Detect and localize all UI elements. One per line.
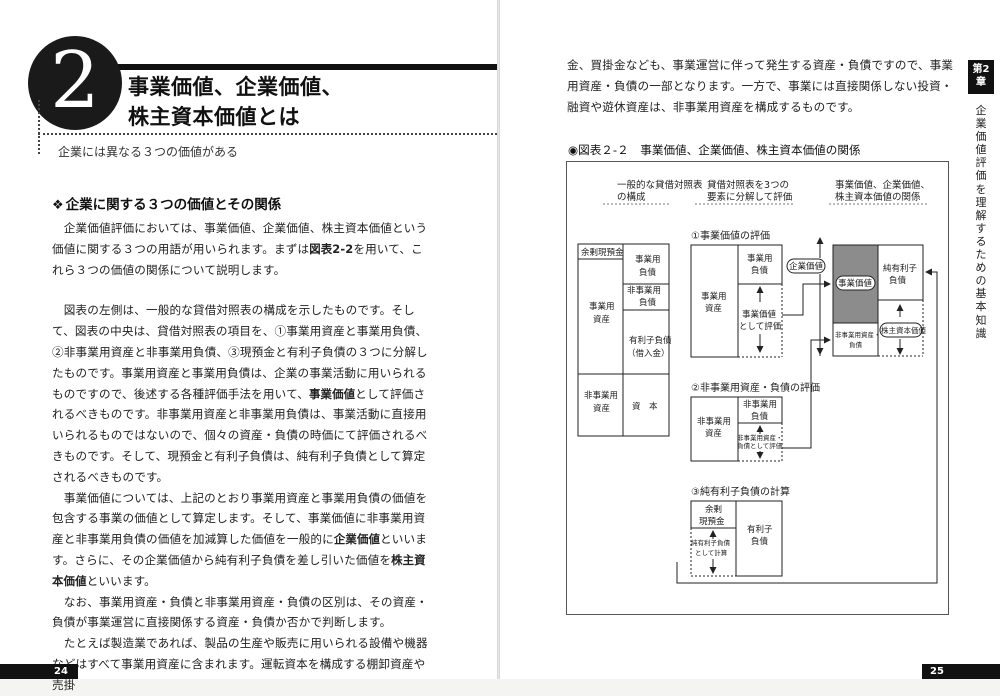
section-heading: ❖企業に関する３つの価値とその関係 xyxy=(52,193,281,213)
figure-frame: 一般的な貸借対照表 の構成 貸借対照表を3つの 要素に分解して評価 事業価値、企… xyxy=(566,161,949,615)
col2-header-2: 要素に分解して評価 xyxy=(707,191,793,203)
text-span: として評価されるべきものです。非事業用資産と非事業用負債は、事業活動に直接用いら… xyxy=(52,386,428,484)
col3-header-2: 株主資本価値の関係 xyxy=(835,191,921,203)
equity-value-label: 株主資本価値 xyxy=(881,325,926,335)
bs-nonop-liab: 非事業用 xyxy=(627,285,661,296)
bold-term: 事業価値 xyxy=(308,386,356,401)
title-line-2: 株主資本価値とは xyxy=(128,105,300,129)
figure-ref: 図表2-2 xyxy=(309,241,354,256)
bs-debt-2: （借入金） xyxy=(627,348,670,359)
s2-nonop-asset-2: 資産 xyxy=(705,428,722,439)
paragraph-3: 事業価値については、上記のとおり事業用資産と事業用負債の価値を包含する事業の価値… xyxy=(52,488,434,592)
s1-title: ①事業価値の評価 xyxy=(691,229,770,242)
nonop-label-2: 負債 xyxy=(849,340,863,349)
col1-header-1: 一般的な貸借対照表 xyxy=(617,179,703,191)
chapter-number-badge xyxy=(28,36,122,130)
s1-op-asset: 事業用 xyxy=(701,291,727,302)
net-debt-label-2: 負債 xyxy=(889,275,907,286)
bs-op-liab: 事業用 xyxy=(635,254,661,265)
paragraph-right: 金、買掛金なども、事業運営に伴って発生する資産・負債ですので、事業用資産・負債の… xyxy=(567,58,954,114)
figure-caption: ◉図表２-２ 事業価値、企業価値、株主資本価値の関係 xyxy=(568,143,861,157)
s3-debt: 有利子 xyxy=(747,524,773,535)
s1-eval-2: として評価 xyxy=(739,321,782,332)
dotted-divider xyxy=(38,133,497,135)
col1-header-2: の構成 xyxy=(617,191,646,203)
s2-eval-2: 負債として評価 xyxy=(737,441,783,450)
value-composite xyxy=(832,244,924,357)
bs-op-liab-2: 負債 xyxy=(639,267,657,278)
chapter-vertical-title: 企業価値評価を理解するための基本知識 xyxy=(975,104,987,340)
s2-nonop-asset: 非事業用 xyxy=(697,416,731,427)
body-text-right: 金、買掛金なども、事業運営に伴って発生する資産・負債ですので、事業用資産・負債の… xyxy=(567,55,957,117)
text-span: 企業価値評価においては、事業価値、企業価値、株主資本価値という価値に関する３つの… xyxy=(52,221,428,256)
page-number-left: 24 xyxy=(54,666,68,677)
body-text-left: 企業価値評価においては、事業価値、企業価値、株主資本価値という価値に関する３つの… xyxy=(52,218,434,696)
dotted-divider-vertical xyxy=(38,100,40,154)
balance-sheet xyxy=(577,243,670,437)
nonop-label: 非事業用資産・ xyxy=(835,330,881,339)
s3-title: ③純有利子負債の計算 xyxy=(691,485,790,498)
bs-nonop-liab-2: 負債 xyxy=(639,297,657,308)
page-title: 事業価値、企業価値、 株主資本価値とは xyxy=(128,72,343,132)
s3-cash-2: 現預金 xyxy=(699,516,725,527)
text-span: といいます。 xyxy=(86,573,156,588)
s2-eval: 非事業用資産・ xyxy=(737,433,783,442)
bs-nonop-asset-2: 資産 xyxy=(593,403,610,414)
paragraph-2: 図表の左側は、一般的な貸借対照表の構成を示したものです。そして、図表の中央は、貸… xyxy=(52,300,434,487)
bs-op-asset: 事業用 xyxy=(589,301,615,312)
s1-op-liab: 事業用 xyxy=(747,253,773,264)
page-number-right: 25 xyxy=(930,666,944,677)
bold-term: 企業価値 xyxy=(333,532,381,547)
right-page xyxy=(500,0,1000,679)
business-value-label: 事業価値 xyxy=(838,278,873,289)
s2-title: ②非事業用資産・負債の評価 xyxy=(691,381,820,394)
book-gutter xyxy=(497,0,500,679)
s2-nonop-liab-2: 負債 xyxy=(751,411,769,422)
s3-debt-2: 負債 xyxy=(751,536,769,547)
s1-op-liab-2: 負債 xyxy=(751,265,769,276)
diamond-bullet-icon: ❖ xyxy=(52,198,64,213)
bs-debt: 有利子負債 xyxy=(629,335,672,346)
text-span: といいます。さらに、その企業価値から純有利子負債を差し引いた価値を xyxy=(52,532,428,567)
bs-nonop-asset: 非事業用 xyxy=(584,390,618,401)
bs-equity: 資 本 xyxy=(632,401,658,412)
s3-eval: 純有利子負債 xyxy=(691,538,731,547)
col3-header-1: 事業価値、企業価値、 xyxy=(835,179,930,191)
col2-header-1: 貸借対照表を3つの xyxy=(707,179,789,191)
page-number-bar-right xyxy=(922,664,1000,679)
s3-eval-2: として計算 xyxy=(695,548,728,557)
s1-op-asset-2: 資産 xyxy=(705,303,722,314)
text-span: 事業価値については、上記のとおり事業用資産と事業用負債の価値を包含する事業の価値… xyxy=(52,490,428,547)
enterprise-value-label: 企業価値 xyxy=(789,261,824,272)
s1-eval: 事業価値 xyxy=(742,309,777,320)
title-line-1: 事業価値、企業価値、 xyxy=(128,75,343,99)
title-bar xyxy=(100,64,497,70)
bs-op-asset-2: 資産 xyxy=(593,314,610,325)
text-span: 図表の左側は、一般的な貸借対照表の構成を示したものです。そして、図表の中央は、貸… xyxy=(52,303,428,401)
subtitle: 企業には異なる３つの価値がある xyxy=(58,145,239,159)
s2-nonop-liab: 非事業用 xyxy=(743,399,777,410)
chapter-number: 2 xyxy=(50,36,100,126)
chapter-tab: 第2章 xyxy=(968,60,994,94)
page-number-bar-left xyxy=(0,664,78,679)
figure-diagram: 一般的な貸借対照表 の構成 貸借対照表を3つの 要素に分解して評価 事業価値、企… xyxy=(577,179,938,584)
text-span: を用いて、これら３つの価値の関係について説明します。 xyxy=(52,241,423,277)
paragraph-5: たとえば製造業であれば、製品の生産や販売に用いられる設備や機器などはすべて事業用… xyxy=(52,636,428,692)
section-heading-text: 企業に関する３つの価値とその関係 xyxy=(65,197,282,213)
s3-cash: 余剰 xyxy=(705,504,722,515)
bold-term: 株主資本価値 xyxy=(52,552,426,588)
bs-cash: 余剰現預金 xyxy=(581,247,624,258)
paragraph-4: なお、事業用資産・負債と非事業用資産・負債の区別は、その資産・負債が事業運営に直… xyxy=(52,594,428,630)
paragraph-1: 企業価値評価においては、事業価値、企業価値、株主資本価値という価値に関する３つの… xyxy=(52,218,434,280)
net-debt-label: 純有利子 xyxy=(883,263,918,274)
